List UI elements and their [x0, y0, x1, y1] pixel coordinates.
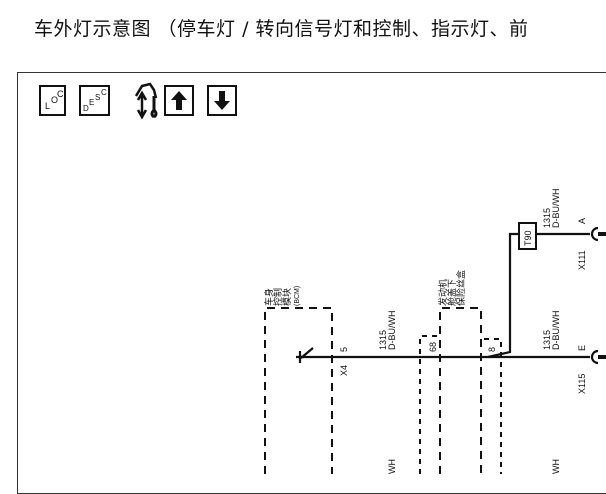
- connector-pin: E: [577, 345, 587, 351]
- bcm-pin: 5: [339, 347, 349, 352]
- desc-icon: D E S C: [83, 88, 107, 113]
- switch-contact: [300, 347, 314, 359]
- fuse-box-label: 保险丝盒: [455, 270, 466, 306]
- wiring-diagram: 车身 控制 模块 (BCM) 发动机 舱盖下 保险丝盒 5 X4 68 8 13…: [263, 189, 606, 474]
- loc-button[interactable]: L O C: [39, 85, 66, 116]
- fuse-pin-68: 68: [428, 342, 438, 352]
- bcm-connector: X4: [339, 365, 349, 376]
- connector-x111-icon: [590, 226, 599, 242]
- upper-wire: [487, 232, 590, 359]
- desc-letter: E: [89, 98, 94, 107]
- bcm-label: 模块: [281, 288, 292, 306]
- splice-label: T90: [523, 230, 533, 246]
- bcm-boundary: [264, 307, 333, 474]
- loc-icon: L O C: [45, 89, 64, 111]
- next-button[interactable]: [207, 85, 237, 116]
- wire-color: WH: [551, 459, 561, 474]
- connector-pin: A: [577, 218, 587, 224]
- wire-color: D-BU/WH: [551, 311, 561, 351]
- wire-color: WH: [387, 459, 397, 474]
- fuse-box-label: 发动机: [437, 279, 448, 306]
- component-wrench-icon[interactable]: [130, 80, 166, 120]
- loc-letter: O: [51, 95, 58, 105]
- fuse-box-boundary: [439, 307, 482, 474]
- desc-letter: D: [83, 104, 89, 113]
- bcm-label: 控制: [272, 288, 283, 306]
- loc-letter: C: [57, 89, 64, 99]
- previous-button[interactable]: [164, 85, 194, 116]
- bcm-label: (BCM): [294, 286, 301, 306]
- wire-color: D-BU/WH: [551, 189, 561, 229]
- connector-name: X111: [577, 250, 587, 270]
- arrow-up-icon: [171, 91, 187, 110]
- desc-letter: S: [95, 93, 100, 102]
- connector-name: X115: [577, 374, 587, 394]
- desc-letter: C: [101, 88, 107, 97]
- wire-circuit: 1315: [542, 208, 552, 228]
- bcm-label: 车身: [263, 288, 274, 306]
- page-title: 车外灯示意图 （停车灯 / 转向信号灯和控制、指示灯、前: [34, 18, 529, 40]
- fuse-box-label: 舱盖下: [446, 279, 457, 306]
- desc-button[interactable]: D E S C: [79, 85, 110, 116]
- wire-color: D-BU/WH: [387, 311, 397, 351]
- loc-letter: L: [45, 101, 50, 111]
- fuse-pin-8: 8: [487, 347, 497, 352]
- wire-circuit: 1315: [542, 330, 552, 350]
- splice-t90: [518, 222, 537, 250]
- fuse-8-boundary: [484, 338, 502, 474]
- wire-circuit: 1315: [378, 330, 388, 350]
- arrow-down-icon: [214, 91, 230, 110]
- connector-x115-icon: [590, 349, 599, 365]
